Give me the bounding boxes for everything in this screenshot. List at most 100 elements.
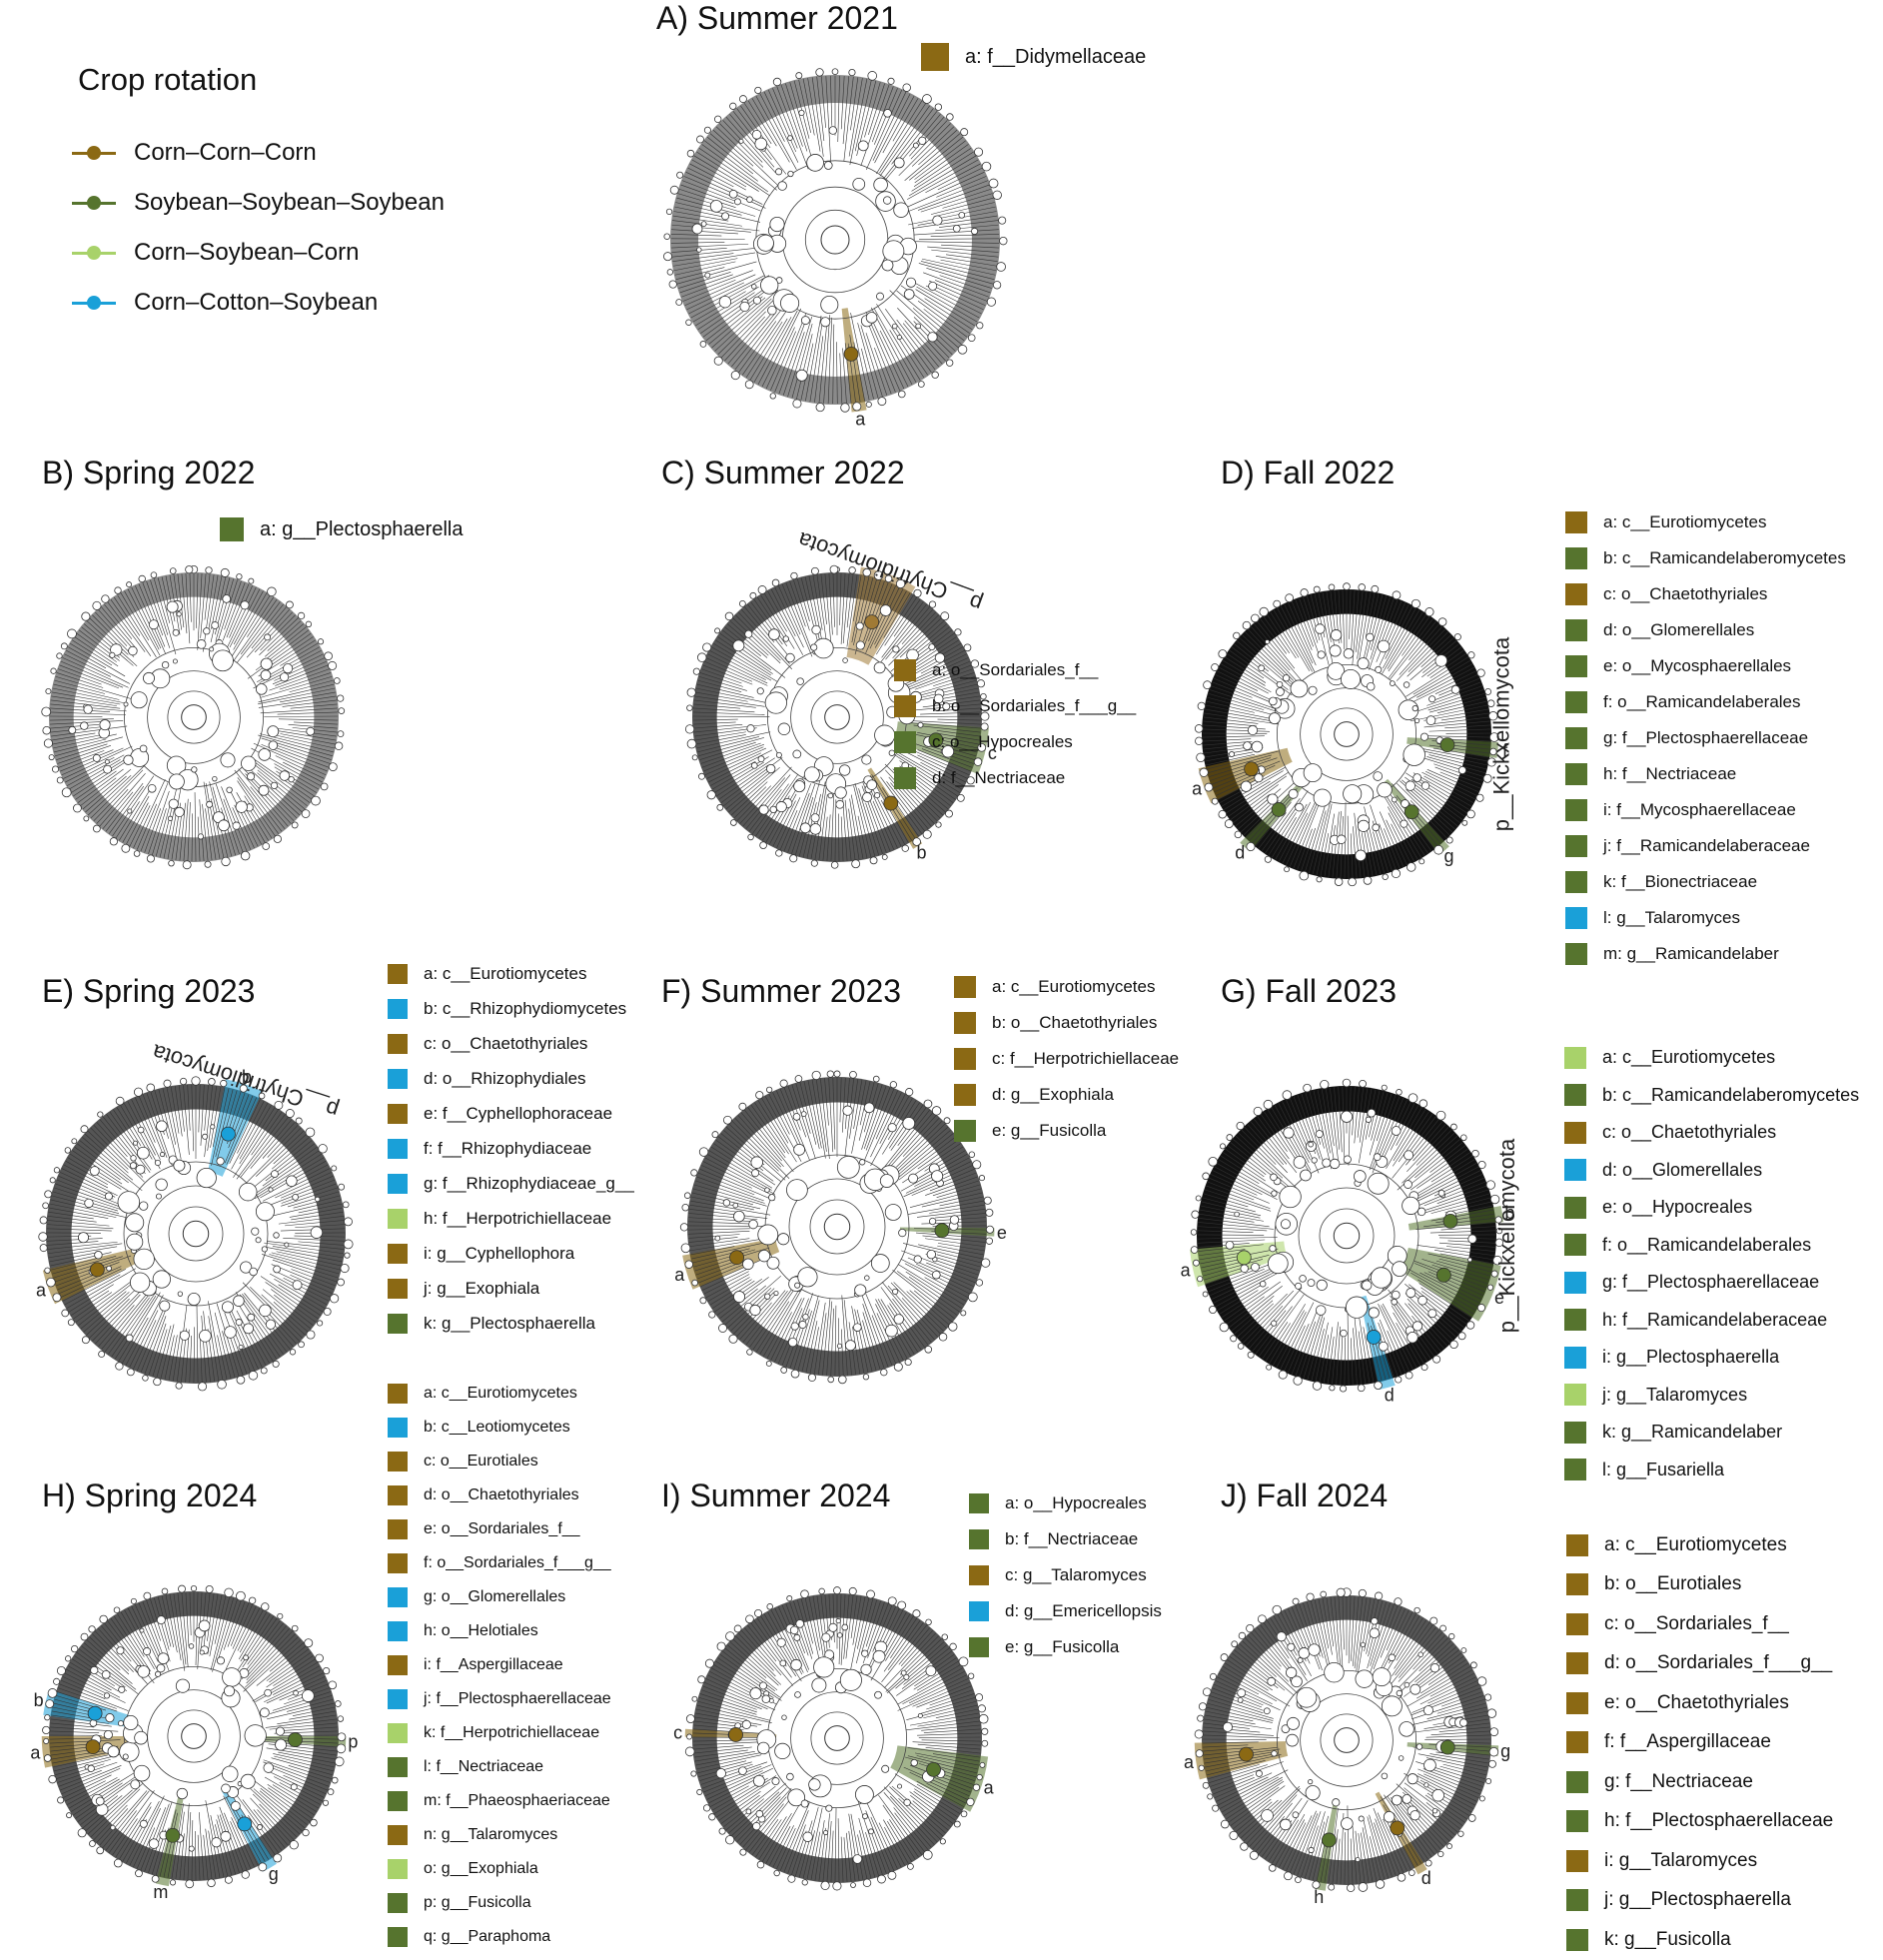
- taxa-legend-item: e: g__Fusicolla: [954, 1113, 1179, 1149]
- taxa-legend-item: e: o__Mycosphaerellales: [1565, 648, 1846, 684]
- wedge-letter-label: a: [1192, 779, 1203, 799]
- taxa-legend-item: l: g__Fusariella: [1564, 1452, 1859, 1489]
- highlight-node: [729, 1727, 743, 1741]
- taxa-legend-item: e: o__Hypocreales: [1564, 1189, 1859, 1227]
- wedge-letter-label: m: [153, 1882, 168, 1902]
- taxa-legend-item: q: g__Paraphoma: [388, 1920, 611, 1954]
- legend-swatch-icon: [1566, 1573, 1588, 1595]
- legend-swatch-icon: [954, 1120, 976, 1142]
- taxa-legend-label: f: o__Ramicandelaberales: [1602, 1235, 1811, 1256]
- taxa-legend-label: a: c__Eurotiomycetes: [1603, 512, 1766, 532]
- taxa-legend-label: b: o__Eurotiales: [1604, 1573, 1741, 1595]
- highlight-node: [844, 347, 858, 361]
- highlight-node: [1440, 738, 1454, 752]
- legend-swatch-icon: [1566, 1731, 1588, 1753]
- legend-swatch-icon: [954, 1084, 976, 1106]
- taxa-legend-label: c: o__Chaetothyriales: [1603, 584, 1767, 604]
- taxa-legend-label: a: c__Eurotiomycetes: [424, 1385, 577, 1403]
- taxa-legend-label: d: o__Rhizophydiales: [424, 1069, 586, 1089]
- taxa-legend-label: g: f__Plectosphaerellaceae: [1602, 1272, 1819, 1293]
- taxa-legend-item: a: f__Didymellaceae: [921, 40, 1146, 74]
- taxa-legend-label: k: g__Plectosphaerella: [424, 1314, 595, 1334]
- taxa-legend-item: c: o__Sordariales_f__: [1566, 1604, 1833, 1644]
- taxa-legend-label: k: f__Herpotrichiellaceae: [424, 1724, 599, 1742]
- wedge-letter-label: g: [269, 1864, 279, 1884]
- taxa-legend-label: e: g__Fusicolla: [1005, 1637, 1119, 1657]
- legend-line-marker-icon: [72, 242, 116, 264]
- legend-swatch-icon: [1565, 943, 1587, 965]
- legend-swatch-icon: [1564, 1084, 1586, 1106]
- legend-line-marker-icon: [72, 192, 116, 214]
- taxa-legend-item: a: g__Plectosphaerella: [220, 512, 463, 546]
- taxa-legend-item: d: g__Exophiala: [954, 1077, 1179, 1113]
- taxa-legend-item: b: o__Chaetothyriales: [954, 1005, 1179, 1041]
- crop-legend-item: Corn–Cotton–Soybean: [72, 278, 445, 328]
- taxa-legend-item: f: f__Rhizophydiaceae: [388, 1131, 634, 1166]
- panel-title: D) Fall 2022: [1221, 455, 1395, 491]
- taxa-legend-item: b: c__Ramicandelaberomycetes: [1564, 1077, 1859, 1115]
- highlight-node: [927, 1762, 941, 1776]
- legend-swatch-icon: [388, 1791, 408, 1811]
- legend-swatch-icon: [388, 1553, 408, 1573]
- legend-swatch-icon: [1564, 1422, 1586, 1444]
- highlight-node: [1436, 1268, 1450, 1282]
- highlight-node: [1440, 1740, 1454, 1754]
- legend-swatch-icon: [954, 1012, 976, 1034]
- taxa-legend-label: g: f__Rhizophydiaceae_g__: [424, 1174, 634, 1194]
- legend-swatch-icon: [969, 1565, 989, 1585]
- taxa-legend-item: f: o__Ramicandelaberales: [1565, 684, 1846, 720]
- legend-swatch-icon: [1566, 1810, 1588, 1832]
- legend-swatch-icon: [1564, 1159, 1586, 1181]
- taxa-legend-item: d: f__Nectriaceae: [894, 760, 1136, 796]
- taxa-legend-a: a: f__Didymellaceae: [921, 40, 1146, 74]
- taxa-legend-item: a: c__Eurotiomycetes: [1565, 504, 1846, 540]
- taxa-legend-d: a: c__Eurotiomycetes b: c__Ramicandelaber…: [1565, 504, 1846, 972]
- legend-swatch-icon: [894, 731, 916, 753]
- legend-swatch-icon: [1566, 1771, 1588, 1793]
- taxa-legend-label: e: o__Hypocreales: [1602, 1197, 1752, 1218]
- panel-title: J) Fall 2024: [1221, 1477, 1388, 1514]
- wedge-letter-label: a: [1181, 1260, 1192, 1280]
- taxa-legend-item: c: o__Chaetothyriales: [1564, 1114, 1859, 1152]
- legend-swatch-icon: [388, 1418, 408, 1438]
- taxa-legend-label: b: c__Ramicandelaberomycetes: [1603, 548, 1846, 568]
- taxa-legend-item: a: c__Eurotiomycetes: [388, 956, 634, 991]
- legend-swatch-icon: [1565, 835, 1587, 857]
- taxa-legend-label: d: o__Glomerellales: [1602, 1160, 1762, 1181]
- taxa-legend-item: a: c__Eurotiomycetes: [954, 969, 1179, 1005]
- taxa-legend-item: i: f__Mycosphaerellaceae: [1565, 792, 1846, 828]
- taxa-legend-label: d: g__Exophiala: [992, 1085, 1114, 1105]
- taxa-legend-item: h: f__Plectosphaerellaceae: [1566, 1802, 1833, 1842]
- legend-swatch-icon: [1564, 1047, 1586, 1069]
- legend-swatch-icon: [969, 1529, 989, 1549]
- taxa-legend-item: h: f__Herpotrichiellaceae: [388, 1201, 634, 1236]
- highlight-node: [166, 1828, 180, 1842]
- taxa-legend-item: a: o__Hypocreales: [969, 1485, 1162, 1521]
- taxa-legend-item: b: c__Ramicandelaberomycetes: [1565, 540, 1846, 576]
- taxa-legend-item: e: f__Cyphellophoraceae: [388, 1096, 634, 1131]
- taxa-legend-item: j: g__Talaromyces: [1564, 1377, 1859, 1415]
- taxa-legend-item: c: g__Talaromyces: [969, 1557, 1162, 1593]
- phylum-clade-label: p__Kickxellomycota: [1488, 636, 1513, 831]
- taxa-legend-label: b: f__Nectriaceae: [1005, 1529, 1138, 1549]
- highlight-node: [238, 1817, 252, 1831]
- taxa-legend-item: k: g__Plectosphaerella: [388, 1306, 634, 1341]
- legend-swatch-icon: [388, 1139, 408, 1159]
- panel-title: H) Spring 2024: [42, 1477, 257, 1514]
- taxa-legend-label: c: o__Eurotiales: [424, 1453, 538, 1470]
- taxa-legend-label: d: f__Nectriaceae: [932, 768, 1065, 788]
- wedge-letter-label: g: [1500, 1741, 1510, 1761]
- crop-legend-item: Soybean–Soybean–Soybean: [72, 178, 445, 228]
- highlight-node: [1239, 1747, 1253, 1761]
- taxa-legend-label: l: g__Fusariella: [1602, 1460, 1724, 1480]
- wedge-letter-label: a: [36, 1280, 47, 1300]
- taxa-legend-label: n: g__Talaromyces: [424, 1826, 557, 1844]
- taxa-legend-label: a: o__Hypocreales: [1005, 1493, 1147, 1513]
- legend-swatch-icon: [388, 1104, 408, 1124]
- panel-title: I) Summer 2024: [661, 1477, 890, 1514]
- taxa-legend-item: e: o__Chaetothyriales: [1566, 1683, 1833, 1723]
- taxa-legend-label: c: g__Talaromyces: [1005, 1565, 1147, 1585]
- legend-swatch-icon: [894, 767, 916, 789]
